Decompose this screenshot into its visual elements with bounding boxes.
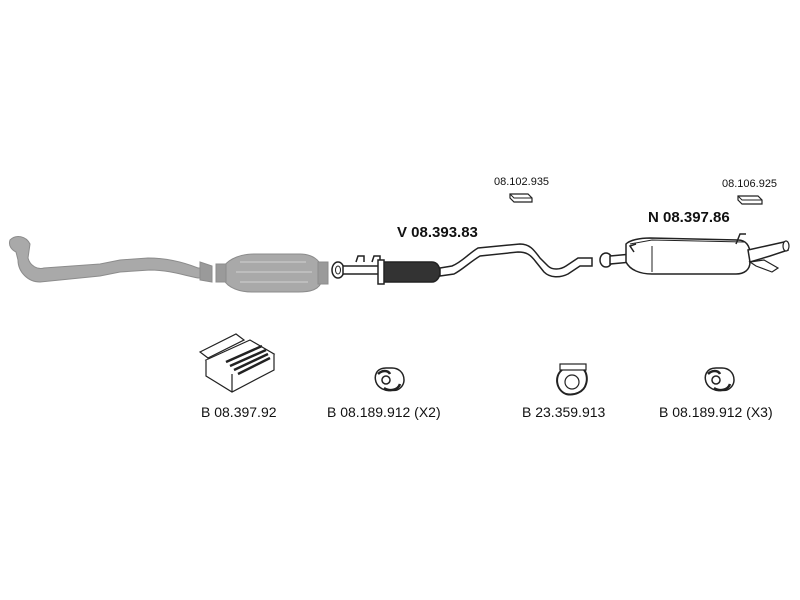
rubber-mount-icon-1 xyxy=(374,367,405,392)
rear-silencer-label: N 08.397.86 xyxy=(648,209,730,226)
rear-silencer-part xyxy=(599,233,790,275)
exhaust-clamp-icon xyxy=(556,363,588,396)
rubber-mount-icon-2 xyxy=(704,367,735,392)
front-pipe xyxy=(9,236,213,283)
rubber-kit-label-1: B 08.189.912 (X2) xyxy=(327,404,441,420)
clamp-kit-label: B 23.359.913 xyxy=(522,404,606,420)
mounting-kit-label: B 08.397.92 xyxy=(201,404,277,420)
small-part-label-2: 08.106.925 xyxy=(722,178,778,190)
catalytic-converter xyxy=(215,253,329,293)
front-silencer-part xyxy=(331,243,593,285)
small-part-label-1: 08.102.935 xyxy=(494,176,550,188)
rubber-kit-label-2: B 08.189.912 (X3) xyxy=(659,404,773,420)
small-part-08-106-925 xyxy=(737,195,763,205)
small-part-08-102-935 xyxy=(509,193,533,203)
mounting-kit-box-icon xyxy=(198,333,276,393)
front-silencer-label: V 08.393.83 xyxy=(397,224,478,241)
